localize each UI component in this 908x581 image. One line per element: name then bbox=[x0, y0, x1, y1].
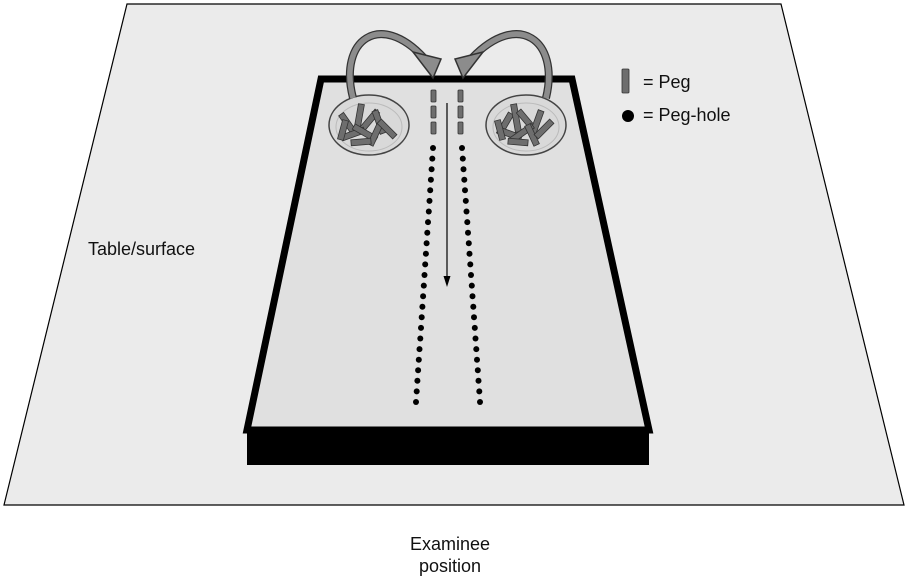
peg-hole bbox=[415, 356, 422, 363]
right-transfer-arrow bbox=[453, 30, 553, 99]
peg-hole bbox=[422, 250, 429, 257]
left-transfer-arrow bbox=[345, 30, 443, 99]
peg-hole bbox=[415, 367, 422, 374]
left-peg-cup bbox=[328, 94, 410, 156]
peg-hole bbox=[418, 314, 425, 321]
peg-hole bbox=[462, 197, 469, 204]
peg-hole bbox=[424, 229, 431, 236]
peg-hole bbox=[421, 272, 428, 278]
peg-hole bbox=[464, 219, 471, 226]
placed-pegs bbox=[430, 89, 464, 135]
peg-hole bbox=[423, 240, 430, 247]
peg-hole bbox=[413, 388, 420, 395]
examinee-label-line2: position bbox=[418, 556, 482, 576]
peg-hole bbox=[468, 282, 475, 289]
examinee-position-label: Examinee position bbox=[380, 533, 520, 577]
peg-hole bbox=[420, 293, 427, 300]
peg-hole bbox=[469, 293, 476, 300]
peg-hole bbox=[418, 324, 424, 331]
right-peg-cup bbox=[485, 94, 567, 156]
right-peg-hole-column bbox=[459, 145, 483, 405]
direction-arrow bbox=[443, 103, 451, 287]
peg-hole bbox=[471, 324, 478, 331]
peg-hole bbox=[425, 219, 431, 226]
peg-hole bbox=[474, 367, 481, 374]
peg-hole bbox=[462, 187, 468, 194]
peg-hole bbox=[459, 145, 465, 151]
peg-hole bbox=[430, 145, 436, 151]
left-peg-hole-column bbox=[413, 145, 436, 405]
peg-hole bbox=[428, 166, 435, 173]
peg-hole bbox=[414, 377, 421, 384]
legend-peg-label: = Peg bbox=[643, 72, 691, 92]
peg-hole bbox=[417, 335, 424, 342]
peg-hole bbox=[416, 346, 423, 353]
legend-peg-icon bbox=[621, 68, 630, 94]
pegboard bbox=[242, 75, 654, 434]
peg-hole bbox=[429, 155, 436, 162]
peg-hole bbox=[461, 176, 468, 183]
peg-hole bbox=[472, 335, 479, 342]
peg-hole bbox=[420, 282, 427, 289]
peg-hole bbox=[476, 388, 483, 395]
peg-hole bbox=[474, 356, 480, 363]
peg-hole bbox=[471, 314, 477, 321]
peg-hole bbox=[473, 346, 480, 353]
peg-hole bbox=[425, 208, 432, 215]
examinee-label-line1: Examinee bbox=[409, 534, 491, 554]
peg-hole bbox=[475, 377, 482, 384]
peg-hole bbox=[419, 303, 426, 310]
peg-hole bbox=[470, 303, 477, 310]
legend-peg-hole-icon bbox=[622, 110, 634, 122]
board-front-edge bbox=[247, 430, 649, 465]
peg-hole bbox=[422, 261, 429, 268]
peg-hole bbox=[463, 208, 470, 215]
peg-hole bbox=[466, 250, 473, 257]
peg-hole bbox=[460, 166, 467, 173]
peg-hole bbox=[477, 399, 483, 405]
peg-hole bbox=[465, 240, 472, 247]
legend-peg-hole-label: = Peg-hole bbox=[643, 105, 731, 125]
peg-hole bbox=[465, 229, 471, 236]
peg-hole bbox=[426, 197, 433, 204]
peg-hole bbox=[427, 176, 434, 183]
peg-hole bbox=[459, 155, 466, 162]
surface-label: Table/surface bbox=[88, 239, 196, 259]
peg-hole bbox=[413, 399, 419, 405]
peg-hole bbox=[427, 187, 434, 194]
peg-hole bbox=[467, 261, 474, 268]
peg-hole bbox=[468, 272, 474, 278]
